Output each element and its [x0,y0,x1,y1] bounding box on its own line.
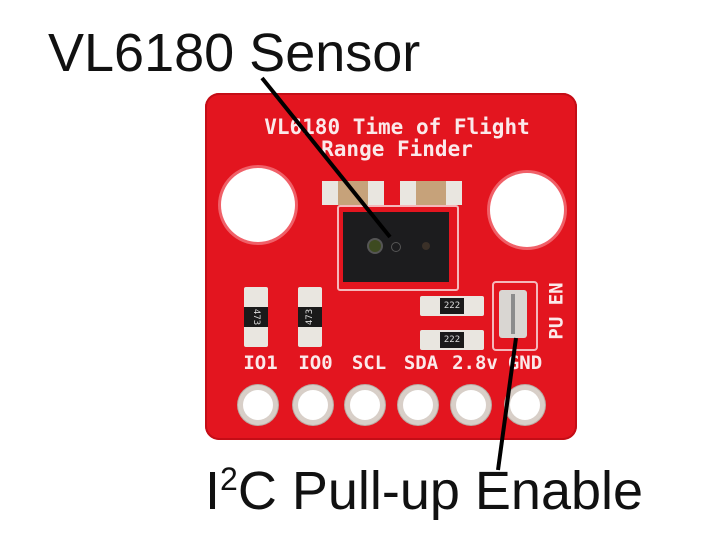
pin-gnd[interactable] [510,390,540,420]
pin-label: IO1 [243,352,278,374]
pullup-annotation: I2C Pull-up Enable [205,461,644,521]
board-title: VL6180 Time of Flight Range Finder [232,116,562,160]
mounting-hole-right [490,173,564,247]
sensor-emitter [369,240,381,252]
mounting-hole-left [221,168,295,242]
board-title-line1: VL6180 Time of Flight [264,115,530,139]
pull-up-jumper[interactable] [499,290,527,338]
pullup-callout-line [496,337,518,471]
capacitor [400,181,462,205]
pin-label: IO0 [298,352,333,374]
resistor: 473 [244,287,268,347]
pin-label: SCL [351,352,387,374]
sensor-outline [337,205,459,291]
resistor: 222 [420,296,484,316]
vl6180-sensor-chip [343,212,449,282]
pin-io0[interactable] [298,390,328,420]
sensor-aperture [391,242,401,252]
resistor: 222 [420,330,484,350]
sensor-annotation: VL6180 Sensor [48,23,421,83]
pin-2v8[interactable] [456,390,486,420]
pin-sda[interactable] [403,390,433,420]
sensor-callout-line [260,76,392,239]
pin-io1[interactable] [243,390,273,420]
pin-label: SDA [403,352,439,374]
pin-label: 2.8v [452,352,498,374]
jumper-gap [511,294,515,334]
board-title-line2: Range Finder [321,137,473,161]
sensor-receiver [422,242,430,250]
pin-labels: IO1 IO0 SCL SDA 2.8v GND [233,352,563,374]
pin-label: GND [507,352,543,374]
resistor: 473 [298,287,322,347]
pin-scl[interactable] [350,390,380,420]
